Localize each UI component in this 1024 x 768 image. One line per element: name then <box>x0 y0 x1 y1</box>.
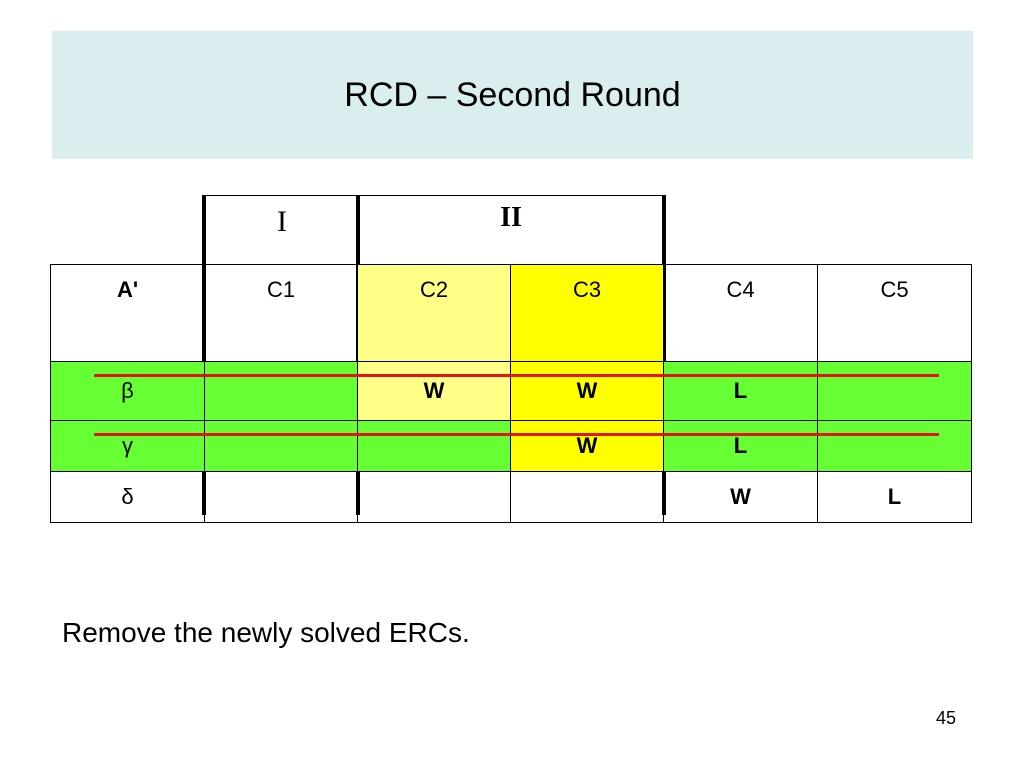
row-label-delta: δ <box>50 471 205 523</box>
cell-delta-c3 <box>510 471 664 523</box>
page-number: 45 <box>936 708 957 728</box>
strike-line-beta <box>94 374 939 377</box>
cell-gamma-c4: L <box>663 420 818 472</box>
cell-gamma-c1 <box>204 420 358 472</box>
body-text: Remove the newly solved ERCs. <box>62 617 470 648</box>
cell-beta-c1 <box>204 361 358 421</box>
table-row: δ W L <box>50 471 972 523</box>
table-row: β W W L <box>50 361 972 421</box>
header-input: A' <box>50 264 205 362</box>
strike-line-gamma <box>94 433 939 436</box>
header-c2: C2 <box>357 264 511 362</box>
row-label-gamma: γ <box>50 420 205 472</box>
cell-delta-c4: W <box>663 471 818 523</box>
cell-delta-c2 <box>357 471 511 523</box>
header-c3: C3 <box>510 264 664 362</box>
cell-gamma-c2 <box>357 420 511 472</box>
tableau: A' C1 C2 C3 C4 C5 β W W L γ W L δ W L <box>50 264 972 523</box>
cell-delta-c5: L <box>817 471 972 523</box>
cell-beta-c3: W <box>510 361 664 421</box>
stratum-top-line-i <box>204 195 359 196</box>
cell-delta-c1 <box>204 471 358 523</box>
cell-beta-c5 <box>817 361 972 421</box>
title-box: RCD – Second Round <box>52 31 973 159</box>
table-row: γ W L <box>50 420 972 472</box>
cell-beta-c4: L <box>663 361 818 421</box>
slide-title: RCD – Second Round <box>344 75 681 114</box>
tableau-header-row: A' C1 C2 C3 C4 C5 <box>50 264 972 362</box>
header-c5: C5 <box>817 264 972 362</box>
header-c1: C1 <box>204 264 358 362</box>
header-c4: C4 <box>663 264 818 362</box>
cell-beta-c2: W <box>357 361 511 421</box>
stratum-top-line-ii <box>356 195 666 196</box>
stratum-label-i: I <box>277 205 287 238</box>
cell-gamma-c5 <box>817 420 972 472</box>
stratum-label-ii: II <box>500 202 522 233</box>
row-label-beta: β <box>50 361 205 421</box>
cell-gamma-c3: W <box>510 420 664 472</box>
